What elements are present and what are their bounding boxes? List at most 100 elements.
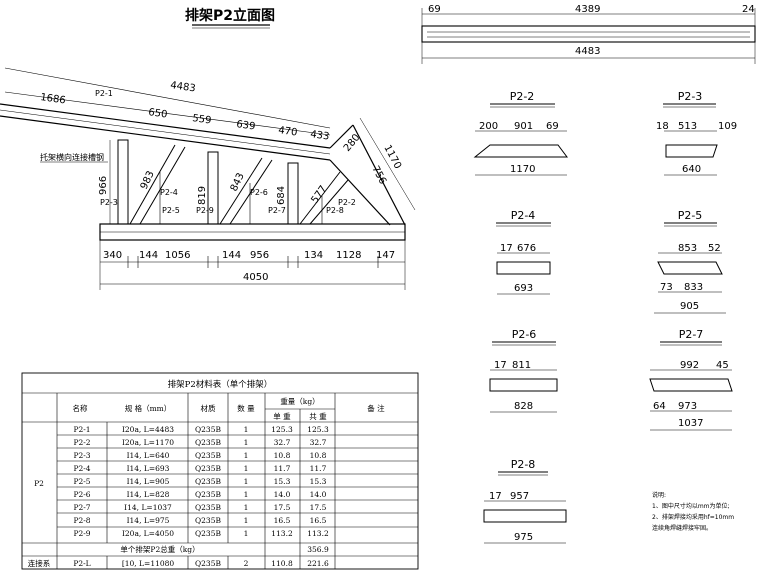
detail-p2-4 (496, 222, 551, 295)
row-spec: I14, L=693 (127, 464, 170, 473)
table-title: 排架P2材料表（单个排架） (168, 379, 273, 390)
detail-p2-3-d1: 18 (656, 121, 669, 132)
row-material: Q235B (195, 464, 221, 473)
vertical-684: 684 (276, 186, 287, 205)
member-tag-p2-3: P2-3 (100, 198, 118, 207)
row-name: P2-4 (73, 464, 90, 473)
detail-p2-3-shape (665, 144, 718, 158)
row-total-weight: 16.5 (310, 516, 327, 525)
detail-p2-5-d1: 853 (678, 243, 697, 254)
notes-heading: 说明: (652, 491, 666, 499)
bottom-total: 4050 (243, 272, 268, 283)
top-member-middle: 4389 (575, 4, 600, 15)
end-incline-756: 756 (369, 164, 388, 186)
detail-p2-2-d2: 901 (514, 121, 533, 132)
detail-p2-5-shape (657, 261, 723, 275)
detail-p2-6-title: P2-6 (512, 328, 537, 341)
row-unit-weight: 11.7 (274, 464, 291, 473)
row-name: P2-1 (73, 425, 90, 434)
detail-p2-3-title: P2-3 (678, 90, 703, 103)
top-chord-length: 4483 (170, 80, 197, 94)
detail-p2-8-d1: 17 (489, 491, 502, 502)
row-qty: 1 (244, 464, 249, 473)
top-member-right: 24 (742, 4, 755, 15)
page-title: 排架P2立面图 (185, 7, 275, 24)
table-total-value: 356.9 (307, 545, 329, 554)
row-qty: 1 (244, 425, 249, 434)
row-total-weight: 17.5 (310, 503, 327, 512)
bottom-seg-1: 340 (103, 250, 122, 261)
detail-p2-8-title: P2-8 (511, 458, 536, 471)
member-tag-p2-4: P2-4 (160, 188, 178, 197)
member-tag-p2-6: P2-6 (250, 188, 268, 197)
detail-p2-6-d1: 17 (494, 360, 507, 371)
vertical-post-3 (287, 162, 299, 225)
row-material: Q235B (195, 425, 221, 434)
top-member-detail (421, 8, 756, 64)
end-incline-1 (352, 124, 406, 226)
detail-p2-6 (489, 341, 558, 413)
detail-p2-7-total: 1037 (678, 418, 703, 429)
row-spec: I20a, L=4050 (122, 529, 174, 538)
detail-p2-3-total: 640 (682, 164, 701, 175)
table-header-name: 名称 (73, 403, 88, 413)
detail-p2-3 (663, 103, 718, 176)
end-incline-dim (359, 117, 416, 211)
extra-unit: 110.8 (271, 559, 293, 568)
row-total-weight: 113.2 (307, 529, 329, 538)
table-header-remark: 备 注 (367, 403, 385, 413)
detail-p2-5-i1: 73 (660, 282, 673, 293)
detail-p2-3-d2: 513 (678, 121, 697, 132)
connection-annotation: 托架横向连接槽钢 (40, 152, 104, 162)
row-unit-weight: 17.5 (274, 503, 291, 512)
detail-p2-6-total: 828 (514, 401, 533, 412)
row-total-weight: 125.3 (307, 425, 329, 434)
detail-p2-4-d2: 676 (517, 243, 536, 254)
row-spec: I20a, L=4483 (122, 425, 174, 434)
end-incline-1170: 1170 (381, 143, 403, 171)
table-total-label: 单个排架P2总重（kg） (120, 544, 199, 554)
member-tag-p2-2: P2-2 (338, 198, 356, 207)
diagonal-3a (299, 171, 341, 225)
detail-p2-2-d3: 69 (546, 121, 559, 132)
vertical-post-1 (117, 139, 129, 225)
detail-p2-7-d1: 992 (680, 360, 699, 371)
row-unit-weight: 14.0 (274, 490, 291, 499)
row-spec: I14, L=905 (127, 477, 170, 486)
diagonal-2b (229, 159, 273, 225)
row-total-weight: 11.7 (310, 464, 327, 473)
vertical-819: 819 (197, 186, 208, 205)
row-name: P2-5 (73, 477, 90, 486)
top-seg-5: 470 (278, 125, 298, 139)
row-qty: 1 (244, 477, 249, 486)
top-segment-dim-line (4, 91, 331, 136)
diagonal-2a (219, 157, 263, 225)
row-material: Q235B (195, 529, 221, 538)
table-header-qty: 数 量 (237, 403, 255, 413)
detail-p2-5-d2: 52 (708, 243, 721, 254)
row-spec: I14, L=1037 (124, 503, 172, 512)
diagonal-1b (139, 146, 186, 225)
vertical-843: 843 (229, 171, 247, 193)
top-seg-4: 639 (236, 119, 256, 133)
row-total-weight: 15.3 (310, 477, 327, 486)
detail-p2-7-i2: 973 (678, 401, 697, 412)
table-header-material: 材质 (201, 403, 216, 413)
end-incline-outer (329, 124, 354, 149)
diagonal-3b (309, 179, 349, 225)
vertical-post-2 (207, 151, 219, 225)
bottom-seg-5: 956 (250, 250, 269, 261)
top-seg-3: 559 (192, 113, 212, 127)
notes-line-3: 连续角焊缝焊接牢固。 (652, 524, 712, 532)
end-incline-280: 280 (342, 132, 363, 154)
detail-p2-4-shape (496, 261, 551, 275)
row-qty: 1 (244, 490, 249, 499)
row-name: P2-9 (73, 529, 90, 538)
row-name: P2-2 (73, 438, 90, 447)
top-seg-1: 1686 (40, 92, 67, 106)
detail-p2-7-d2: 45 (716, 360, 729, 371)
row-material: Q235B (195, 438, 221, 447)
extra-name: P2-L (73, 559, 90, 568)
vertical-966: 966 (98, 176, 109, 195)
